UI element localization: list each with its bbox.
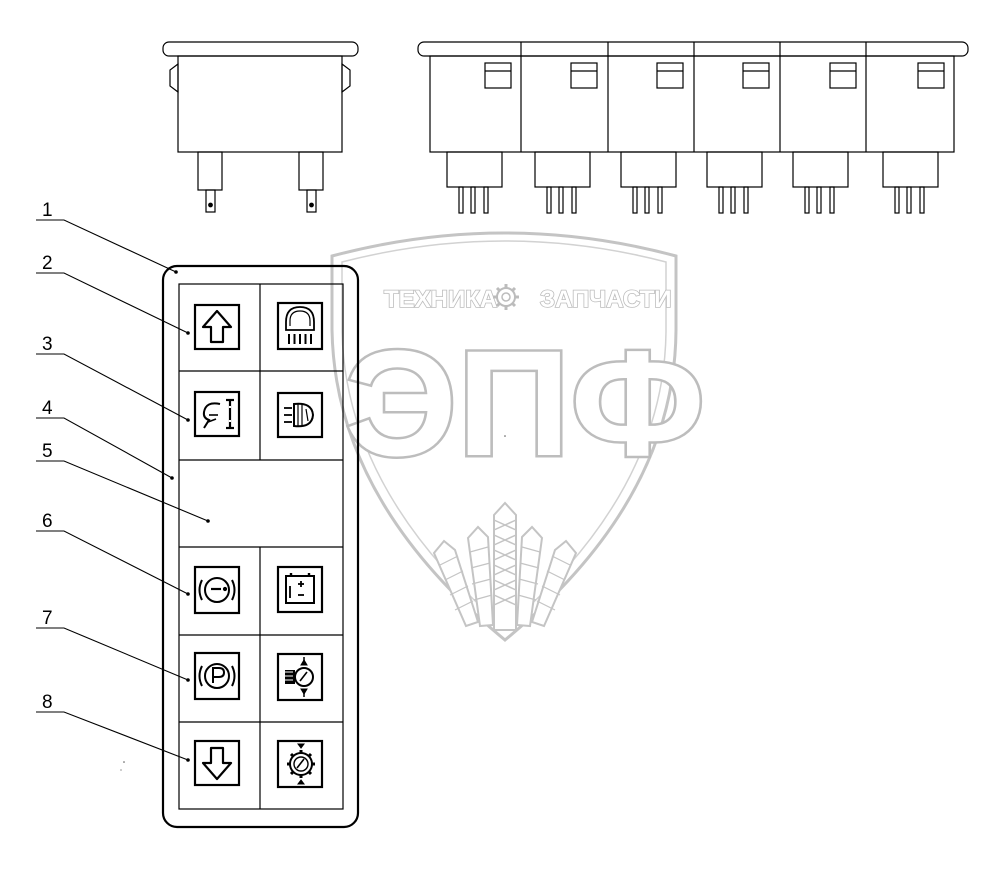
watermark-brand: ЭПФ	[345, 319, 705, 487]
leader-1	[36, 219, 177, 273]
switch-block-module-5	[792, 62, 857, 214]
callout-number-6: 6	[42, 511, 53, 532]
battery-icon	[276, 565, 324, 614]
leader-7	[36, 627, 189, 681]
callout-number-4: 4	[42, 398, 53, 419]
parking-brake-icon	[193, 651, 241, 701]
hydraulic-pressure-icon	[276, 652, 324, 702]
switch-icons	[193, 301, 324, 789]
brake-warning-icon	[193, 565, 241, 615]
switch-block-module-1	[446, 62, 512, 214]
headlight-beam-icon	[193, 390, 241, 438]
scan-specks	[120, 435, 506, 771]
leader-3	[36, 353, 189, 421]
work-light-icon	[276, 301, 324, 351]
switch-block-module-2	[534, 62, 598, 214]
callout-number-7: 7	[42, 608, 53, 629]
leader-2	[36, 272, 189, 334]
leader-5	[36, 460, 209, 522]
transmission-pressure-icon	[276, 739, 324, 789]
callout-number-1: 1	[42, 200, 53, 221]
arrow-down-icon	[193, 739, 241, 787]
callout-leaders	[36, 219, 209, 761]
watermark-shield-outline	[330, 231, 678, 642]
gear-icon	[493, 284, 519, 310]
leader-6	[36, 530, 189, 595]
callout-numbers: 1 2 3 4 5 6 7 8	[42, 200, 53, 713]
arrow-up-icon	[193, 303, 241, 351]
callout-number-8: 8	[42, 692, 53, 713]
switch-side-view	[162, 41, 359, 213]
leader-8	[36, 711, 189, 761]
watermark-text-left: ТЕХНИКА	[384, 286, 497, 313]
switch-block-module-3	[620, 62, 684, 214]
callout-number-5: 5	[42, 441, 53, 462]
callout-number-2: 2	[42, 253, 53, 274]
callout-number-3: 3	[42, 334, 53, 355]
rear-fog-light-icon	[276, 391, 324, 439]
switch-block-side-view	[417, 41, 969, 214]
switch-block-module-6	[882, 62, 945, 214]
watermark-text-right: ЗАПЧАСТИ	[540, 286, 672, 313]
callout-dots	[170, 270, 210, 762]
switch-block-module-4	[706, 62, 770, 214]
switch-panel-front	[161, 264, 360, 829]
leader-4	[36, 417, 173, 479]
watermark-shield-inner	[341, 240, 667, 629]
wheat-shield-icon	[432, 501, 578, 631]
panel-frame	[161, 264, 360, 829]
watermark: ТЕХНИКА ЗАПЧАСТИ ЭПФ	[330, 231, 708, 642]
